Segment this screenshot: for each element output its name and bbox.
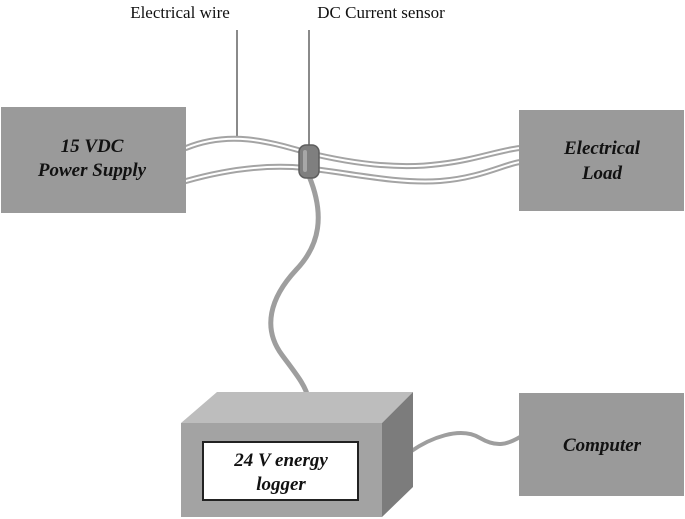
load-label-line1: Electrical: [563, 138, 641, 159]
power-supply-label-line1: 15 VDC: [61, 136, 124, 157]
wire-callout-label: Electrical wire: [130, 3, 230, 22]
energy-logger-box: 24 V energy logger: [181, 392, 413, 517]
logger-label-line2: logger: [256, 474, 306, 495]
load-label-line2: Load: [581, 163, 623, 184]
computer-label: Computer: [563, 435, 642, 456]
power-supply-label-line2: Power Supply: [37, 160, 147, 181]
logger-label-line1: 24 V energy: [233, 450, 328, 471]
computer-block: Computer: [519, 393, 684, 496]
sensor-cable: [268, 173, 321, 401]
electrical-load-block: Electrical Load: [519, 110, 684, 211]
power-supply-block: 15 VDC Power Supply: [1, 107, 186, 213]
data-cable: [408, 431, 522, 454]
dc-current-sensor: [298, 144, 320, 179]
electrical-wire: [183, 135, 523, 185]
sensor-callout-label: DC Current sensor: [317, 3, 445, 22]
